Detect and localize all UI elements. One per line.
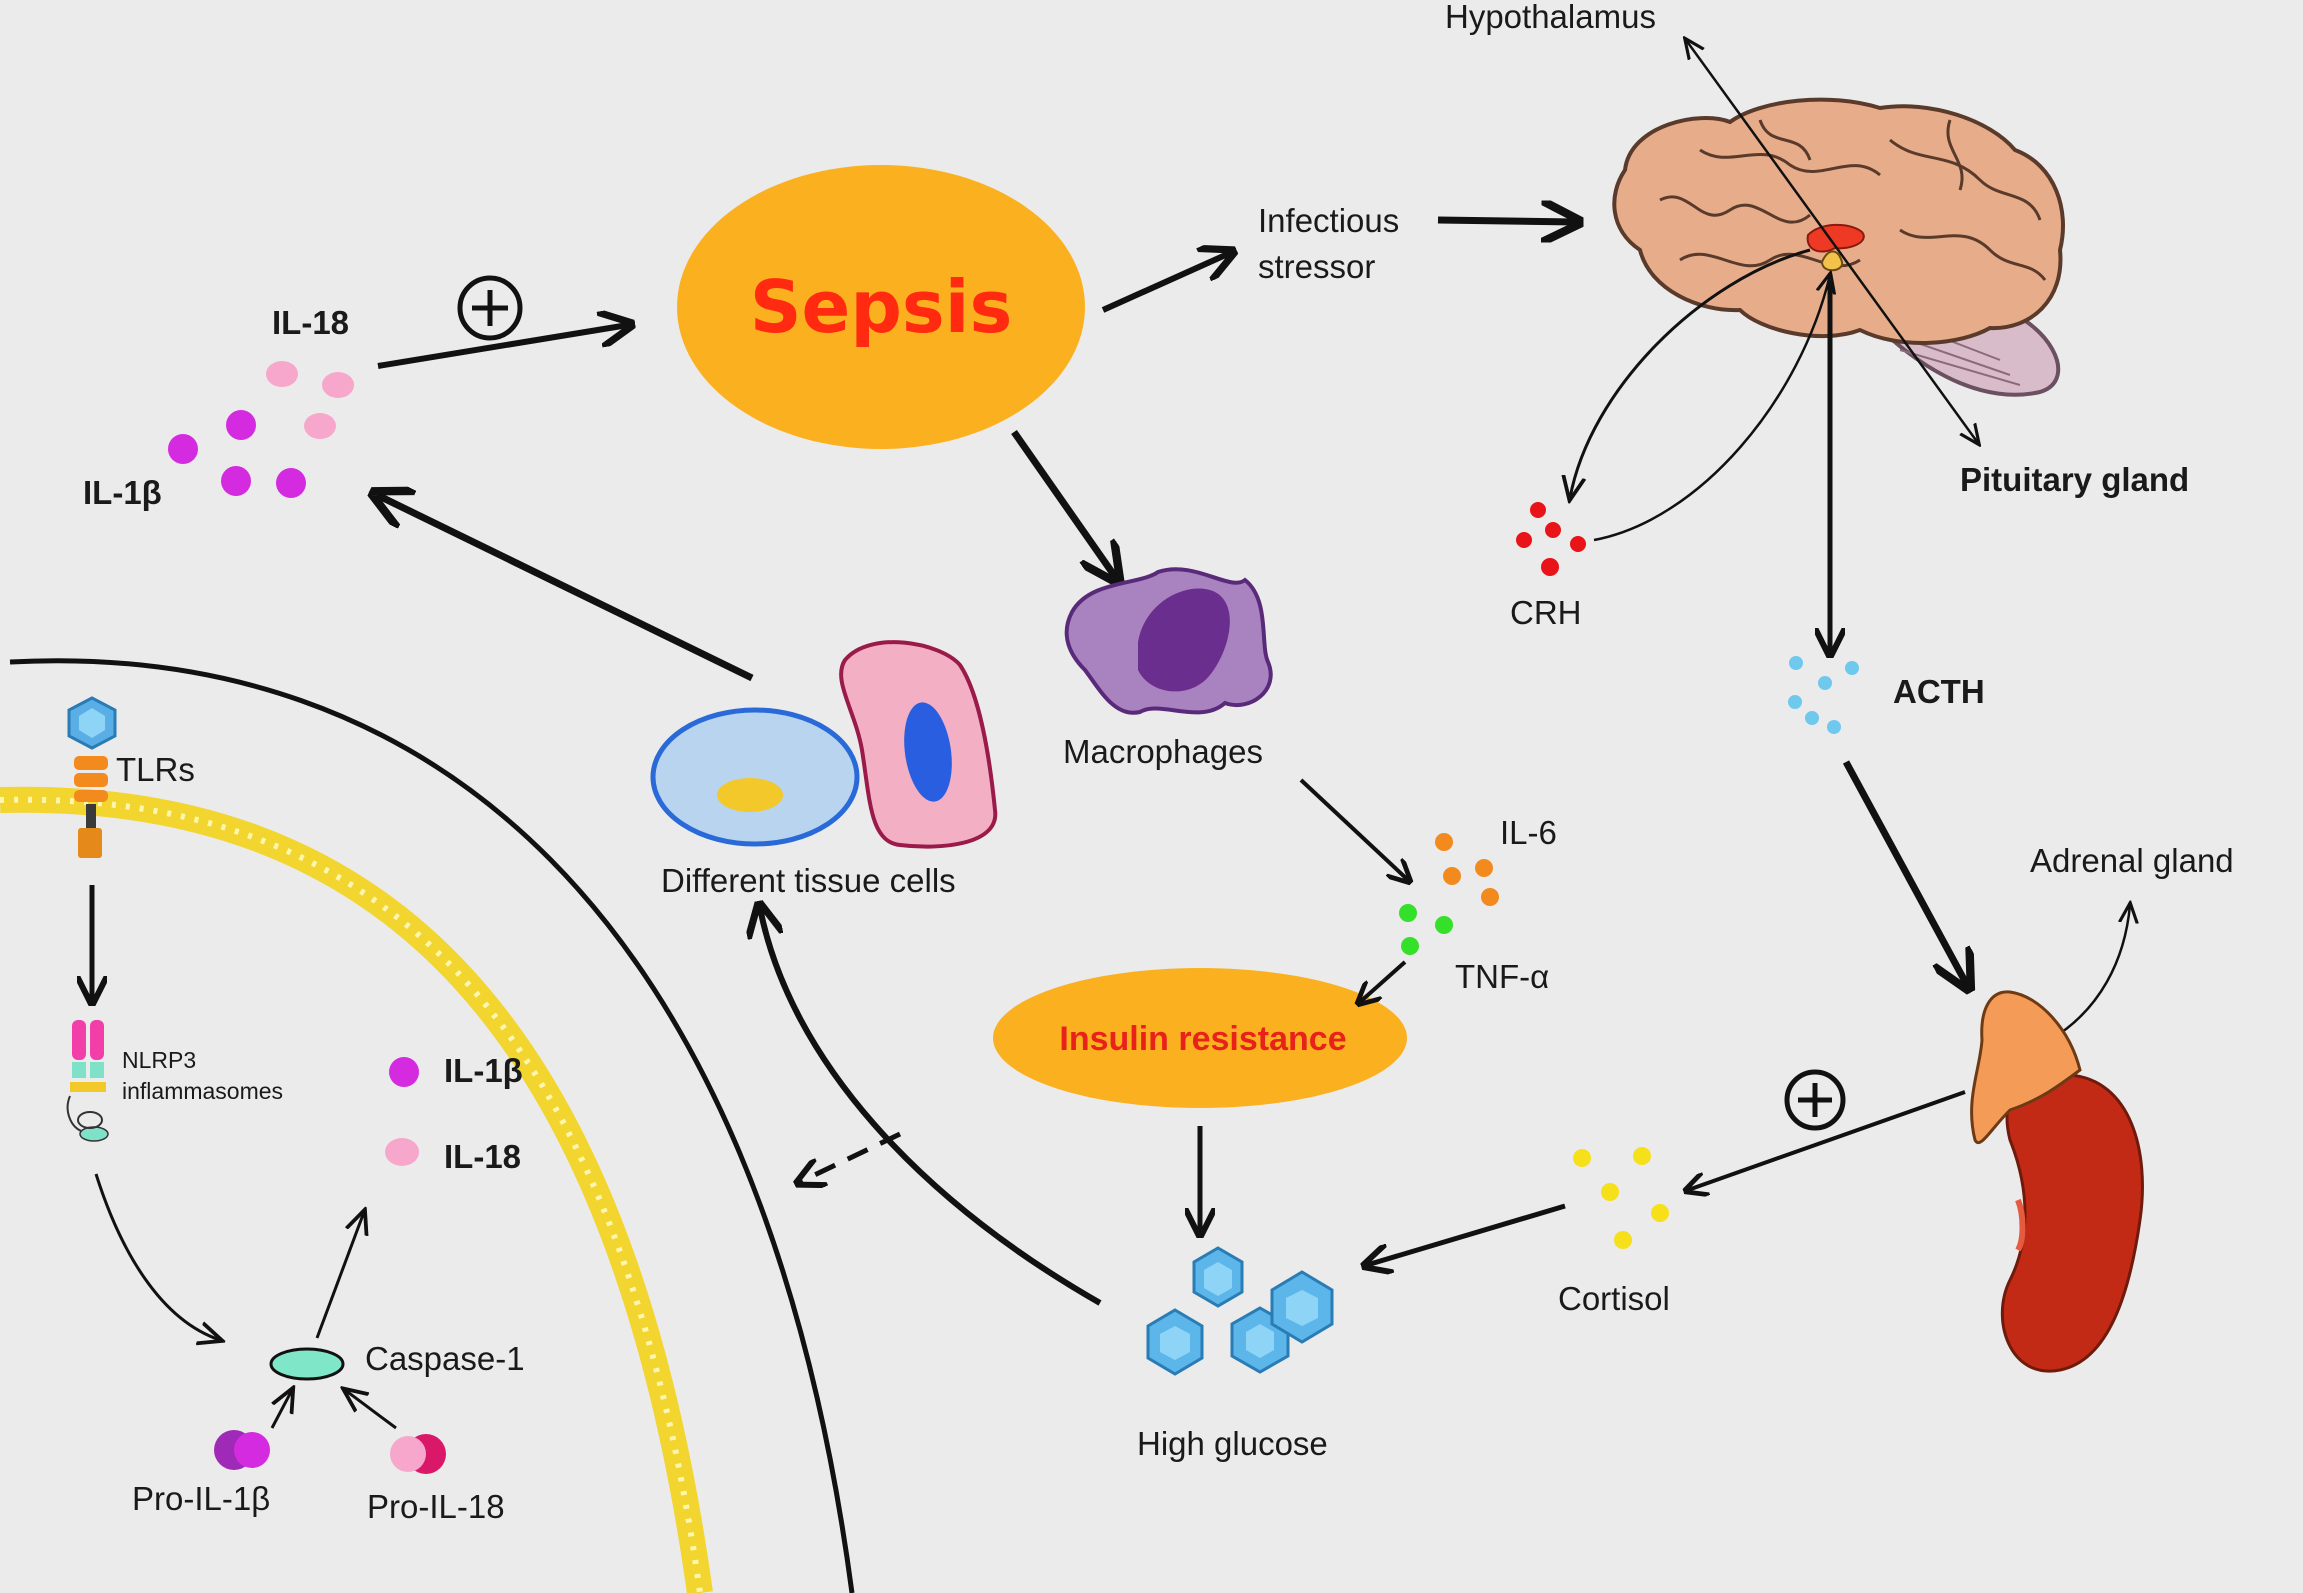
macrophages-label: Macrophages	[1063, 733, 1263, 770]
cell-outer-boundary	[9, 658, 855, 1593]
insulin-resistance-node	[993, 968, 1407, 1108]
arrow-pro-il18-to-caspase	[345, 1390, 397, 1430]
insulin-resistance-label: Insulin resistance	[1059, 1020, 1346, 1058]
tlr-receptor-icon	[67, 696, 117, 858]
glucose-crystals	[1146, 1246, 1334, 1376]
arrow-glucose-to-tissue-cells	[760, 908, 1102, 1306]
pointer-adrenal-gland	[2049, 905, 2130, 1042]
pro-il1b-label: Pro-IL-1β	[132, 1480, 270, 1517]
hypothalamus-label: Hypothalamus	[1445, 0, 1656, 35]
nlrp3-label-2: inflammasomes	[122, 1078, 283, 1104]
sepsis-label: Sepsis	[750, 265, 1013, 349]
acth-label: ACTH	[1893, 673, 1985, 710]
il18-top-dots	[266, 361, 354, 439]
pro-il1b-icon	[214, 1430, 270, 1470]
il1b-cell-label: IL-1β	[444, 1052, 523, 1089]
caspase-1-icon	[269, 1347, 345, 1381]
pointer-hypothalamus-pituitary	[1686, 40, 1978, 443]
arrow-crh-to-pituitary	[1593, 275, 1830, 542]
nlrp3-inflammasome-icon	[66, 1020, 109, 1142]
arrow-il-to-sepsis	[377, 325, 628, 369]
caspase-1-label: Caspase-1	[365, 1340, 525, 1377]
infectious-stressor-label-1: Infectious	[1258, 202, 1399, 239]
arrow-cortisol-to-glucose	[1367, 1203, 1566, 1265]
il18-top-label: IL-18	[272, 304, 349, 341]
tlrs-label: TLRs	[116, 751, 195, 788]
crh-dots	[1516, 502, 1586, 576]
arrow-nlrp3-to-caspase	[94, 1173, 220, 1340]
adrenal-gland-label: Adrenal gland	[2030, 842, 2234, 879]
crh-label: CRH	[1510, 594, 1582, 631]
tissue-cells-illustration	[650, 640, 998, 849]
infectious-stressor-label-2: stressor	[1258, 248, 1375, 285]
arrow-macrophages-to-cytokines	[1299, 778, 1408, 880]
il18-cell-label: IL-18	[444, 1138, 521, 1175]
arrow-hypothalamus-to-crh	[1570, 248, 1811, 498]
brain-illustration	[1612, 97, 2065, 397]
nlrp3-label-1: NLRP3	[122, 1047, 196, 1073]
arrow-pro-il1b-to-caspase	[270, 1390, 292, 1429]
il1b-top-dots	[168, 410, 306, 498]
arrow-cytokines-to-insulin	[1360, 960, 1407, 1002]
tnf-dots	[1399, 904, 1453, 955]
il18-cell-dot	[385, 1138, 419, 1166]
tissue-cells-label: Different tissue cells	[661, 862, 956, 899]
high-glucose-label: High glucose	[1137, 1425, 1328, 1462]
plus-circle-icon	[1784, 1069, 1846, 1131]
il6-dots	[1435, 833, 1499, 906]
cortisol-dots	[1573, 1147, 1669, 1249]
arrow-tissue-cells-to-il	[377, 495, 754, 682]
arrow-acth-to-adrenal	[1842, 760, 1967, 985]
kidney-adrenal-illustration	[1970, 990, 2144, 1373]
arrow-stressor-to-brain	[1437, 220, 1575, 222]
pro-il18-label: Pro-IL-18	[367, 1488, 505, 1525]
tnf-label: TNF-α	[1455, 958, 1549, 995]
pituitary-gland-label: Pituitary gland	[1960, 461, 2189, 498]
arrow-caspase-to-products	[315, 1212, 364, 1339]
plus-circle-icon	[457, 275, 523, 341]
il1b-cell-dot	[389, 1057, 419, 1087]
arrow-dashed-into-cell	[800, 1131, 902, 1182]
pro-il18-icon	[390, 1434, 446, 1474]
cortisol-label: Cortisol	[1558, 1280, 1670, 1317]
acth-dots	[1788, 656, 1859, 734]
il6-label: IL-6	[1500, 814, 1557, 851]
sepsis-node	[677, 165, 1085, 449]
arrow-sepsis-to-stressor	[1101, 253, 1230, 313]
arrow-adrenal-to-cortisol	[1688, 1090, 1966, 1190]
macrophage-cell	[1064, 567, 1273, 715]
il1b-top-label: IL-1β	[83, 474, 162, 511]
arrow-sepsis-to-macrophages	[1011, 429, 1116, 578]
cell-membrane	[0, 786, 713, 1593]
